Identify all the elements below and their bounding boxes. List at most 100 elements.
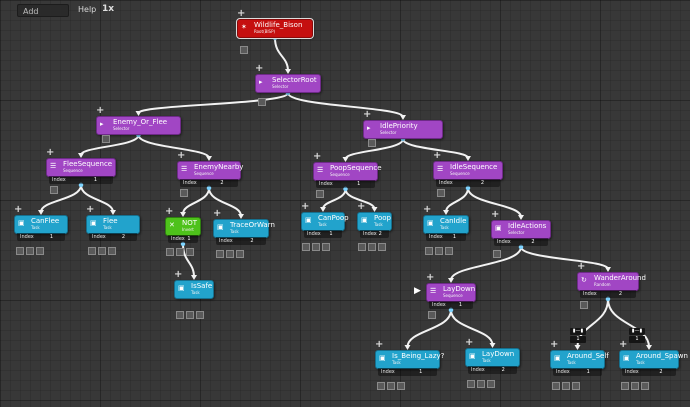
add-child-plus-icon[interactable]: + (426, 272, 435, 283)
index-value[interactable]: 1 (93, 177, 97, 183)
add-child-plus-icon[interactable]: + (423, 204, 432, 215)
node-edit-icon[interactable] (493, 250, 501, 258)
add-child-plus-icon[interactable]: + (433, 150, 442, 161)
node-edit-icon[interactable] (166, 248, 174, 256)
node-edit-icon[interactable] (258, 98, 266, 106)
node-copy-icon[interactable] (176, 248, 184, 256)
node-copy-icon[interactable] (435, 247, 443, 255)
add-child-plus-icon[interactable]: + (375, 339, 384, 350)
node-link-icon[interactable] (572, 382, 580, 390)
index-value[interactable]: 2 (220, 180, 224, 186)
node-link-icon[interactable] (378, 243, 386, 251)
node-edit-icon[interactable] (302, 243, 310, 251)
node-link-icon[interactable] (487, 380, 495, 388)
output-port[interactable] (343, 186, 348, 192)
node-link-icon[interactable] (397, 382, 405, 390)
index-value[interactable]: 1 (329, 231, 333, 237)
node-copy-icon[interactable] (186, 311, 194, 319)
node-edit-icon[interactable] (316, 190, 324, 198)
node-copy-icon[interactable] (631, 382, 639, 390)
node-copy-icon[interactable] (226, 250, 234, 258)
index-value[interactable]: 2 (480, 180, 484, 186)
weight-handle-icon[interactable]: ▮—▮ (570, 328, 586, 335)
index-value[interactable]: 2 (659, 369, 663, 375)
weight-value[interactable]: 1 (629, 336, 645, 343)
node-edit-icon[interactable] (88, 247, 96, 255)
node-edit-icon[interactable] (552, 382, 560, 390)
add-child-plus-icon[interactable]: + (577, 261, 586, 272)
node-link-icon[interactable] (322, 243, 330, 251)
index-value[interactable]: 1 (419, 369, 423, 375)
node-link-icon[interactable] (186, 248, 194, 256)
node-edit-icon[interactable] (580, 301, 588, 309)
index-value[interactable]: 2 (250, 238, 254, 244)
add-child-plus-icon[interactable]: + (255, 63, 264, 74)
index-value[interactable]: 1 (357, 181, 361, 187)
index-value[interactable]: 2 (121, 234, 125, 240)
output-port[interactable] (518, 244, 524, 250)
add-child-plus-icon[interactable]: + (213, 208, 222, 219)
node-edit-icon[interactable] (50, 186, 58, 194)
help-button[interactable]: Help (78, 5, 97, 14)
node-edit-icon[interactable] (102, 135, 110, 143)
add-child-plus-icon[interactable]: + (237, 8, 246, 19)
node-edit-icon[interactable] (368, 139, 376, 147)
node-edit-icon[interactable] (16, 247, 24, 255)
node-copy-icon[interactable] (387, 382, 395, 390)
index-value[interactable]: 1 (458, 302, 462, 308)
index-value[interactable]: 1 (49, 234, 53, 240)
add-child-plus-icon[interactable]: + (165, 206, 174, 217)
add-child-plus-icon[interactable]: + (465, 337, 474, 348)
index-value[interactable]: 2 (501, 367, 505, 373)
node-edit-icon[interactable] (425, 247, 433, 255)
index-value[interactable]: 1 (452, 234, 456, 240)
output-port[interactable] (206, 185, 212, 191)
add-child-plus-icon[interactable]: + (174, 269, 183, 280)
add-child-plus-icon[interactable]: + (550, 339, 559, 350)
node-edit-icon[interactable] (240, 46, 248, 54)
node-edit-icon[interactable] (176, 311, 184, 319)
add-child-plus-icon[interactable]: + (491, 209, 500, 220)
node-copy-icon[interactable] (26, 247, 34, 255)
add-node-field[interactable]: Add (17, 4, 69, 17)
output-port[interactable] (605, 296, 611, 302)
add-child-plus-icon[interactable]: + (313, 151, 322, 162)
node-link-icon[interactable] (108, 247, 116, 255)
index-value[interactable]: 2 (378, 231, 382, 237)
node-copy-icon[interactable] (477, 380, 485, 388)
node-edit-icon[interactable] (377, 382, 385, 390)
index-value[interactable]: 2 (531, 239, 535, 245)
index-value[interactable]: 1 (586, 369, 590, 375)
node-link-icon[interactable] (445, 247, 453, 255)
node-edit-icon[interactable] (437, 189, 445, 197)
node-link-icon[interactable] (36, 247, 44, 255)
weight-value[interactable]: 1 (570, 336, 586, 343)
node-link-icon[interactable] (196, 311, 204, 319)
node-copy-icon[interactable] (562, 382, 570, 390)
node-edit-icon[interactable] (467, 380, 475, 388)
add-child-plus-icon[interactable]: + (363, 109, 372, 120)
output-port[interactable] (448, 307, 454, 313)
add-child-plus-icon[interactable]: + (619, 339, 628, 350)
node-edit-icon[interactable] (358, 243, 366, 251)
index-value[interactable]: 1 (187, 236, 191, 242)
